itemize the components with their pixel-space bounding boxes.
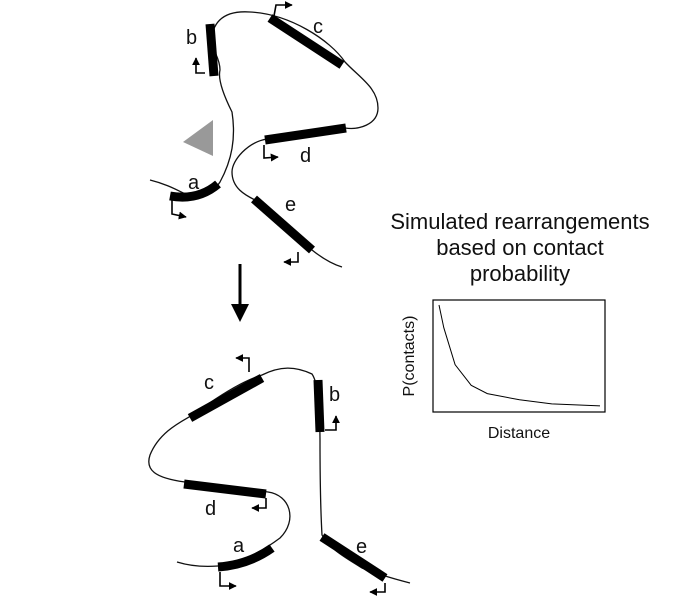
side-panel: Simulated rearrangements based on contac… bbox=[390, 209, 649, 442]
top-gene-c bbox=[267, 14, 345, 69]
bottom-label-c: c bbox=[204, 372, 214, 394]
bottom-label-e: e bbox=[356, 536, 367, 558]
top-label-e: e bbox=[285, 194, 296, 216]
top-gene-a bbox=[169, 180, 221, 202]
bottom-gene-d bbox=[183, 479, 267, 499]
bottom-promoter-b bbox=[325, 415, 340, 431]
top-label-a: a bbox=[188, 172, 200, 194]
top-promoter-b bbox=[192, 57, 205, 74]
x-axis-label: Distance bbox=[488, 425, 550, 442]
top-promoter-c bbox=[273, 1, 293, 17]
break-site-triangle bbox=[183, 120, 213, 156]
bottom-promoter-e bbox=[369, 583, 386, 596]
transition-arrow bbox=[231, 264, 249, 322]
top-label-d: d bbox=[300, 145, 311, 167]
bottom-dna-thread bbox=[148, 367, 411, 584]
plot-frame bbox=[432, 299, 606, 413]
bottom-label-a: a bbox=[233, 535, 245, 557]
top-dna-thread bbox=[149, 11, 379, 268]
top-gene-d bbox=[264, 123, 347, 145]
top-gene-b bbox=[205, 23, 219, 77]
top-promoter-e bbox=[283, 252, 299, 266]
panel-title-line-2: based on contact bbox=[436, 235, 604, 260]
bottom-promoter-c bbox=[235, 354, 250, 372]
y-axis-label: P(contacts) bbox=[401, 316, 418, 397]
contact-probability-chart: Distance P(contacts) bbox=[401, 299, 606, 442]
bottom-chromatin-diagram: a b c d e bbox=[148, 354, 411, 596]
bottom-gene-c bbox=[187, 374, 265, 422]
top-chromatin-diagram: a b c d e bbox=[149, 1, 379, 268]
bottom-label-b: b bbox=[329, 384, 340, 406]
bottom-gene-e bbox=[319, 533, 388, 582]
panel-title-line-1: Simulated rearrangements bbox=[390, 209, 649, 234]
top-label-b: b bbox=[186, 27, 197, 49]
bottom-gene-a bbox=[217, 544, 275, 572]
top-promoter-d bbox=[263, 145, 279, 162]
top-gene-e bbox=[251, 195, 315, 254]
top-promoter-a bbox=[171, 198, 187, 220]
series-line-contact-probability bbox=[438, 304, 601, 407]
top-label-c: c bbox=[313, 16, 323, 38]
panel-title-line-3: probability bbox=[470, 261, 570, 286]
bottom-promoter-a bbox=[219, 572, 237, 590]
bottom-promoter-d bbox=[251, 498, 267, 512]
bottom-gene-b bbox=[313, 379, 325, 433]
bottom-label-d: d bbox=[205, 498, 216, 520]
